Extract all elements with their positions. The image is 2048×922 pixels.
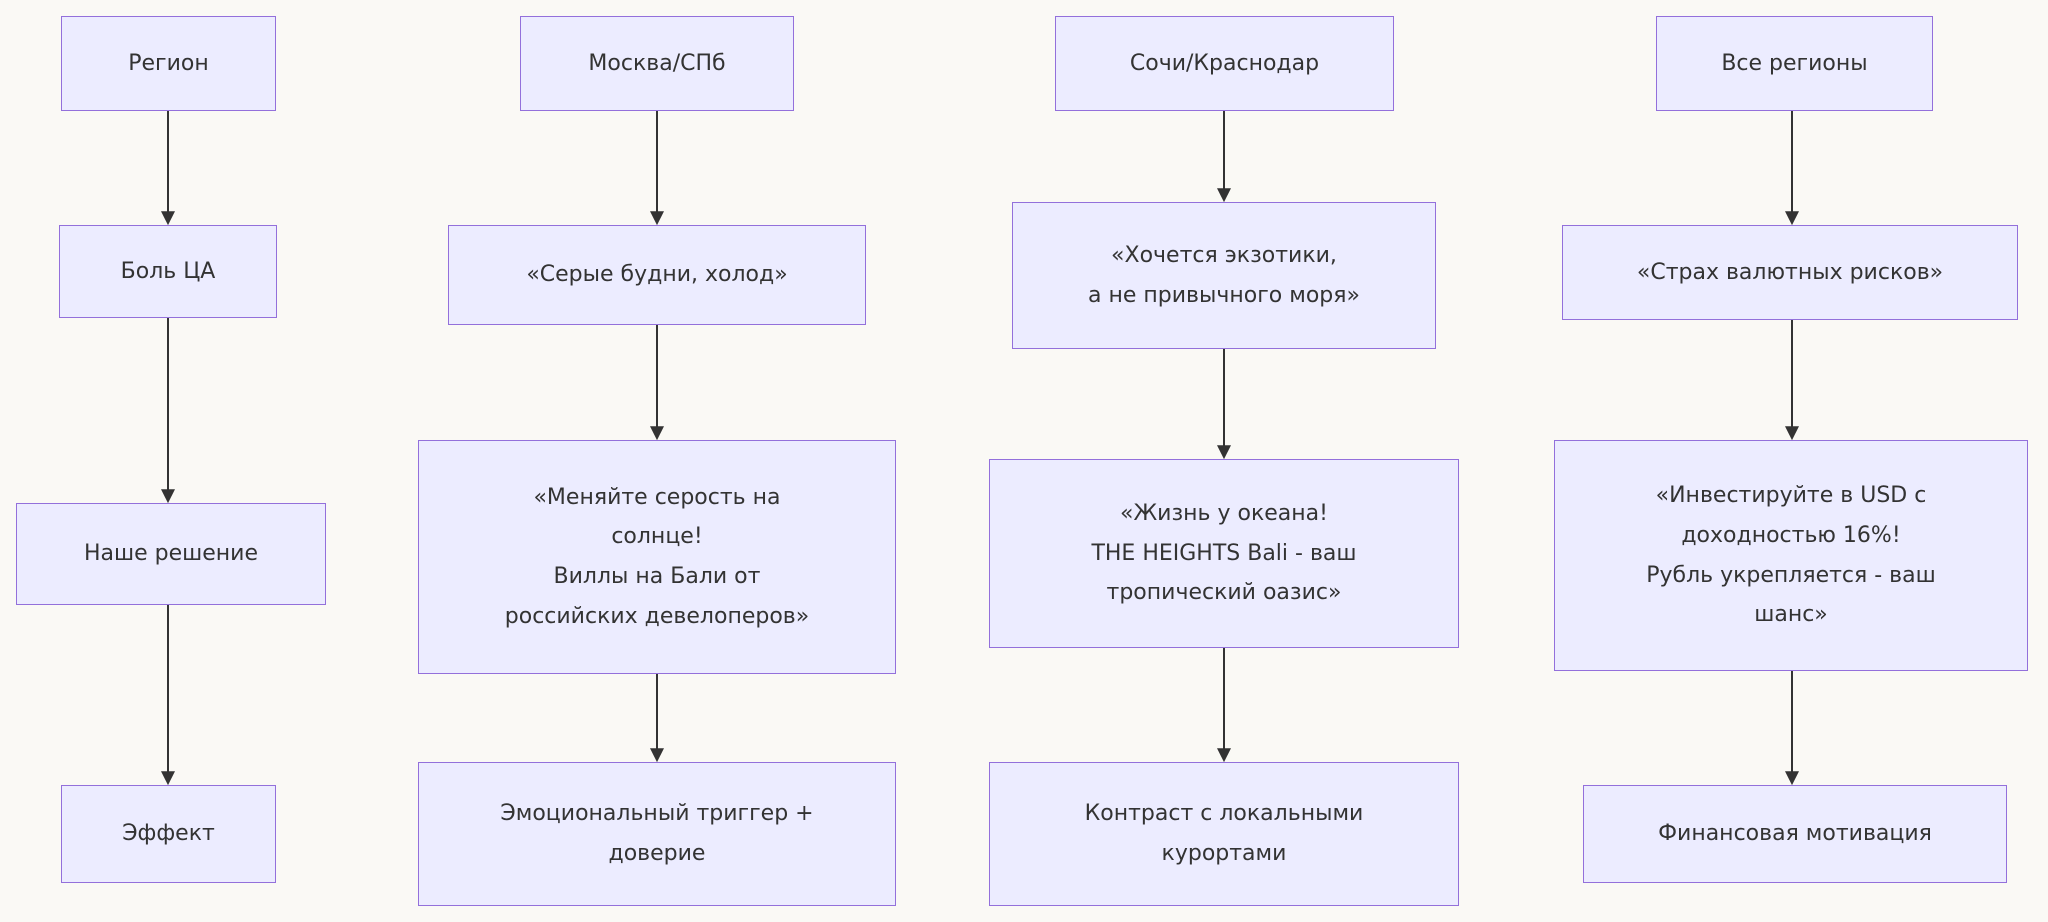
node-header-effect: Эффект: [61, 785, 276, 883]
node-pain-moscow: «Серые будни, холод»: [448, 225, 866, 325]
node-pain-sochi: «Хочется экзотики, а не привычного моря»: [1012, 202, 1436, 349]
node-pain-all: «Страх валютных рисков»: [1562, 225, 2018, 320]
node-header-region: Регион: [61, 16, 276, 111]
node-solution-moscow: «Меняйте серость на солнце! Виллы на Бал…: [418, 440, 896, 674]
node-effect-sochi: Контраст с локальными курортами: [989, 762, 1459, 906]
node-solution-sochi: «Жизнь у океана! THE HEIGHTS Bali - ваш …: [989, 459, 1459, 648]
node-header-solution: Наше решение: [16, 503, 326, 605]
node-region-moscow: Москва/СПб: [520, 16, 794, 111]
node-effect-all: Финансовая мотивация: [1583, 785, 2007, 883]
node-region-all: Все регионы: [1656, 16, 1933, 111]
node-region-sochi: Сочи/Краснодар: [1055, 16, 1394, 111]
node-header-pain: Боль ЦА: [59, 225, 277, 318]
node-solution-all: «Инвестируйте в USD с доходностью 16%! Р…: [1554, 440, 2028, 671]
node-effect-moscow: Эмоциональный триггер + доверие: [418, 762, 896, 906]
